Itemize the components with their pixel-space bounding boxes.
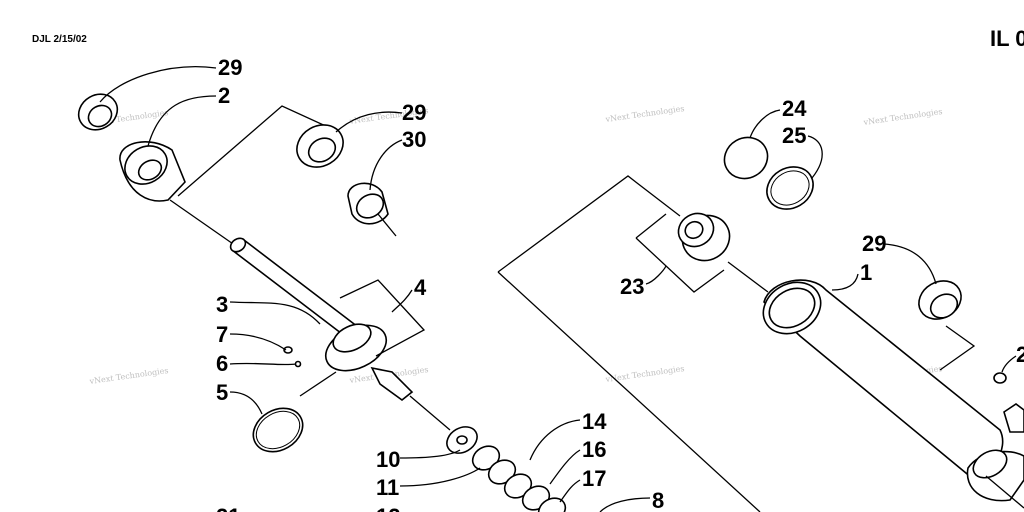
callouts: 29 2 29 30 24 25 29 1 23 4 3 7 6 5 14 16…	[216, 55, 1024, 512]
piston-bracket-line	[339, 279, 426, 357]
bushing-bracket	[939, 325, 976, 371]
seal-bracket-top	[635, 213, 667, 239]
fitting-right	[1003, 403, 1024, 433]
callout-25: 25	[782, 123, 806, 148]
callout-7: 7	[216, 322, 228, 347]
callout-8: 8	[652, 488, 664, 512]
watermark: vNext Technologies	[604, 104, 685, 124]
seal-head-23	[677, 212, 731, 262]
shock-body-1	[762, 279, 1024, 509]
callout-24: 24	[782, 96, 807, 121]
callout-29: 29	[862, 231, 886, 256]
shaft-3	[169, 199, 364, 342]
leader-lines	[99, 66, 1017, 512]
callout-4: 4	[414, 275, 427, 300]
drawing-date-code: DJL 2/15/02	[32, 34, 87, 45]
callout-21: 21	[216, 504, 240, 512]
callout-2-right: 2	[1016, 342, 1024, 367]
axis-line	[727, 261, 769, 293]
callout-5: 5	[216, 380, 228, 405]
valve-stack	[409, 395, 567, 512]
callout-2: 2	[218, 83, 230, 108]
small-ring-right	[993, 372, 1007, 384]
ring-25	[766, 166, 814, 210]
illustration-number: IL 0	[990, 26, 1024, 51]
bushing-29-center	[296, 124, 344, 168]
callout-11: 11	[376, 475, 399, 500]
watermark: vNext Technologies	[88, 366, 169, 386]
o-ring-5	[252, 407, 304, 453]
bushing-29-right	[918, 280, 962, 320]
small-ball-7	[283, 346, 293, 354]
body-bracket-line-top	[497, 175, 681, 273]
callout-29: 29	[218, 55, 242, 80]
callout-14: 14	[582, 409, 607, 434]
body-bracket-line-bottom	[497, 271, 761, 512]
callout-6: 6	[216, 351, 228, 376]
callout-17: 17	[582, 466, 606, 491]
seal-bracket-bottom	[635, 237, 725, 293]
bushing-29-left	[77, 93, 119, 131]
callout-1: 1	[860, 260, 872, 285]
ring-24	[723, 136, 769, 180]
callout-23: 23	[620, 274, 644, 299]
small-ball-6	[294, 360, 302, 368]
callout-3: 3	[216, 292, 228, 317]
callout-29: 29	[402, 100, 426, 125]
callout-10: 10	[376, 447, 400, 472]
callout-30: 30	[402, 127, 426, 152]
watermark: vNext Technologies	[862, 107, 943, 127]
callout-12: 12	[376, 504, 400, 512]
piston-4	[299, 323, 414, 402]
eyelet-2	[119, 141, 186, 202]
callout-16: 16	[582, 437, 606, 462]
sleeve-30	[347, 182, 397, 237]
assembly-bracket-line	[177, 105, 331, 197]
